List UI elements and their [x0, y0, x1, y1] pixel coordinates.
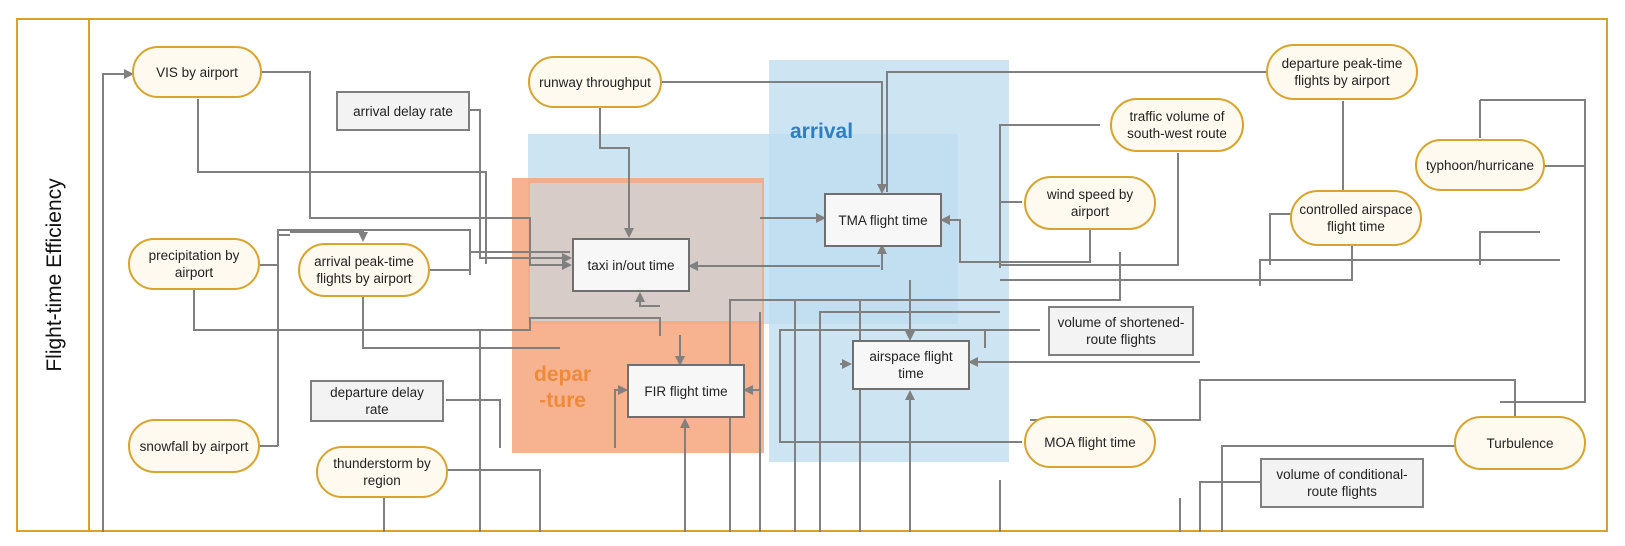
edge-to-taxi-bottom — [635, 292, 660, 307]
edge-vis-down — [197, 99, 487, 264]
node-fir-flight-time: FIR flight time — [627, 364, 745, 418]
node-moa-flight-time: MOA flight time — [1024, 416, 1156, 468]
edge-controlled-down — [1000, 246, 1353, 281]
node-airspace-flight-time: airspace flight time — [852, 340, 970, 390]
edge-depdelay — [446, 399, 501, 448]
edge-arrpeak-down — [362, 297, 560, 349]
edge-typhoon-loop — [1480, 99, 1586, 166]
edge-traffic-left — [999, 124, 1100, 268]
edge-snowfall-up — [277, 234, 290, 446]
edge-precip-down — [193, 290, 661, 336]
node-conditional-route: volume of conditional-route flights — [1260, 458, 1424, 508]
node-shortened-route: volume of shortened-route flights — [1048, 306, 1194, 356]
node-snowfall: snowfall by airport — [128, 419, 260, 473]
departure-label: depar -ture — [534, 363, 592, 412]
edge-deppeak-down — [1300, 101, 1344, 199]
edge-precip-right — [260, 229, 471, 275]
node-arrival-peak-time: arrival peak-time flights by airport — [298, 243, 430, 297]
edge-thunder-right — [446, 469, 541, 532]
edges — [102, 69, 1586, 532]
edge-conditional-left — [1199, 481, 1262, 532]
node-vis-by-airport: VIS by airport — [132, 46, 262, 98]
edge-misc-4 — [819, 311, 1000, 532]
edge-deppeak-left — [886, 71, 1271, 192]
edge-misc-8 — [1259, 259, 1560, 286]
edge-typhoon-right — [1500, 165, 1586, 403]
edge-moa-left — [779, 329, 1022, 443]
edge-misc-9 — [1479, 231, 1540, 265]
frame-divider — [88, 18, 90, 532]
node-wind-speed: wind speed by airport — [1024, 176, 1156, 230]
node-runway-throughput: runway throughput — [528, 56, 662, 108]
edge-turbulence-left — [1221, 445, 1455, 532]
edge-arrdelay-to-taxi — [470, 109, 572, 263]
node-turbulence: Turbulence — [1454, 416, 1586, 470]
node-precipitation: precipitation by airport — [128, 238, 260, 290]
edge-vis-to-taxi — [258, 71, 572, 270]
edge-arrpeak-taxi — [430, 251, 570, 271]
node-taxi-time: taxi in/out time — [572, 238, 690, 292]
node-departure-peak-time: departure peak-time flights by airport — [1266, 44, 1418, 100]
edge-left-to-vis — [102, 69, 134, 532]
node-thunderstorm: thunderstorm by region — [316, 446, 448, 498]
node-tma-flight-time: TMA flight time — [824, 193, 942, 247]
edge-wind-left — [999, 190, 1022, 203]
node-departure-delay-rate: departure delay rate — [310, 380, 444, 422]
node-traffic-volume-sw: traffic volume of south-west route — [1110, 98, 1244, 152]
arrival-label: arrival — [790, 120, 854, 143]
diagram-frame — [16, 18, 1608, 532]
edge-into-arrpeak — [290, 231, 368, 242]
edge-runway-to-taxi — [599, 101, 634, 238]
node-typhoon-hurricane: typhoon/hurricane — [1415, 139, 1545, 191]
edge-controlled-left — [1269, 213, 1292, 265]
node-controlled-airspace: controlled airspace flight time — [1290, 190, 1422, 246]
edge-thunder-to-fir — [614, 385, 628, 448]
edge-turbulence-up — [1030, 379, 1516, 421]
node-arrival-delay-rate: arrival delay rate — [336, 91, 470, 131]
edge-wind-to-tma — [940, 215, 1091, 263]
edge-runway-to-tma — [662, 81, 887, 194]
